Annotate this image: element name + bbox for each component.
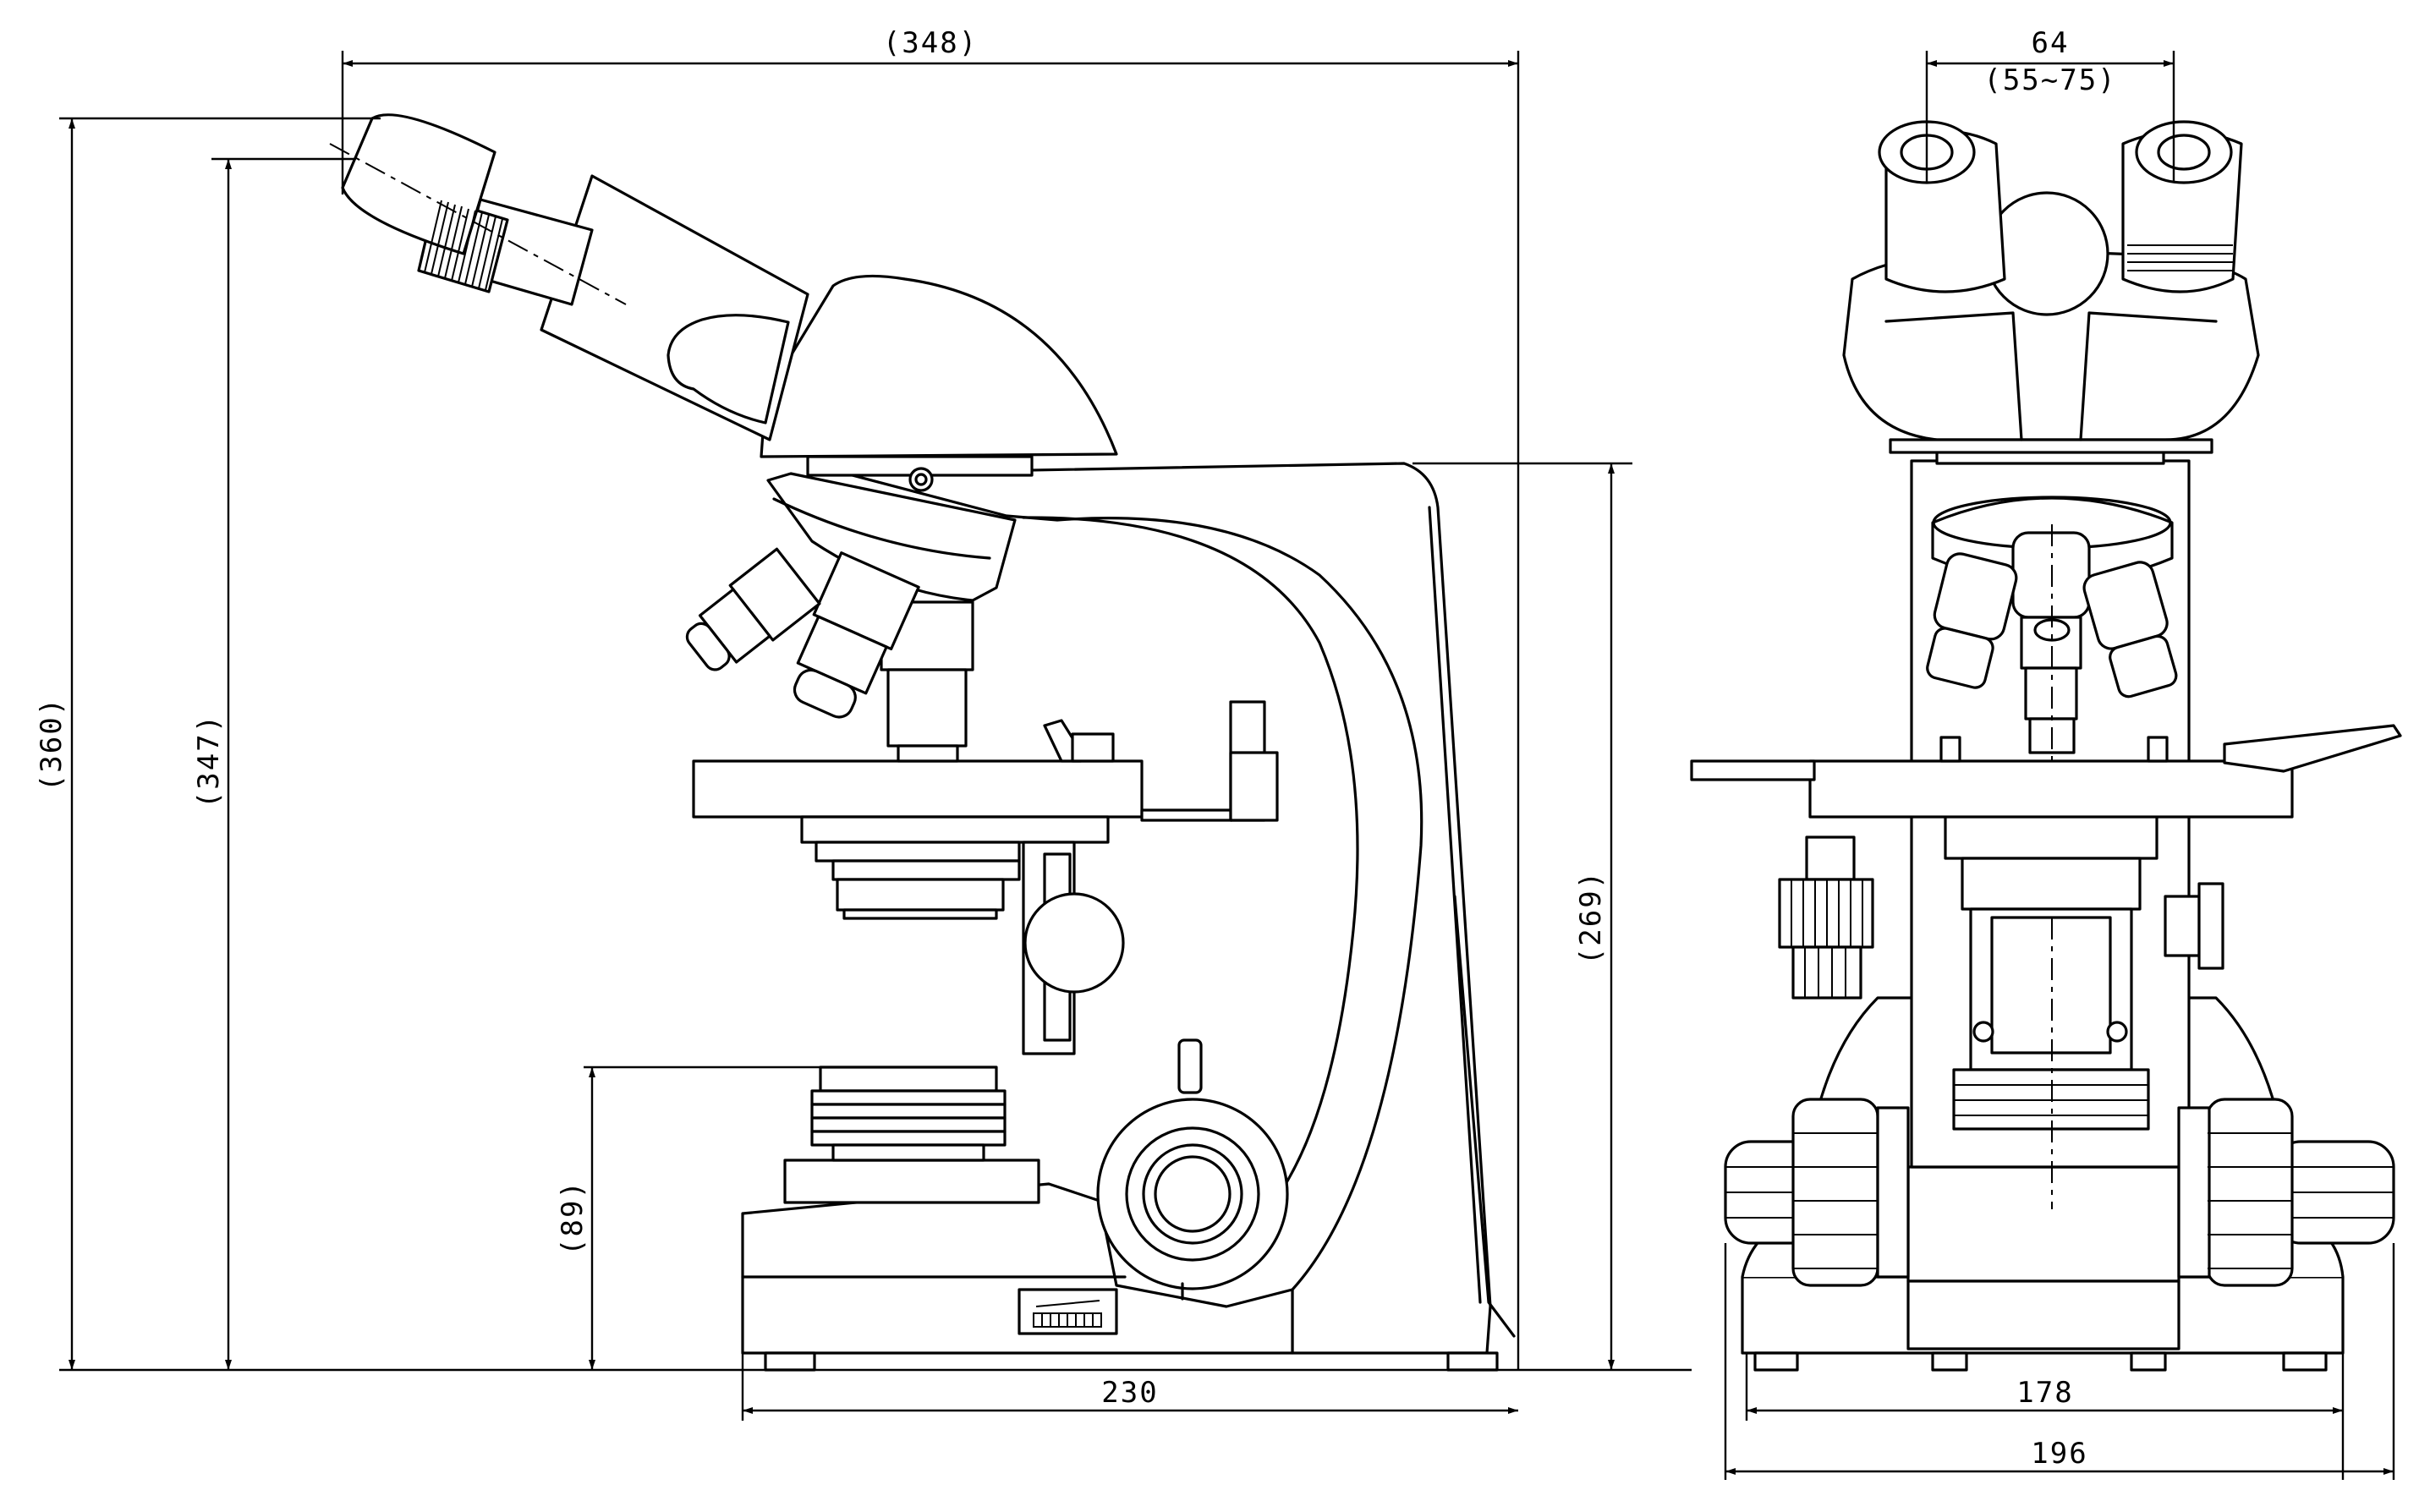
side-objective-back [685,547,821,671]
front-condenser [1944,814,2158,1131]
front-slide-holder [2223,724,2402,773]
dim-label-348: (348) [883,26,978,60]
side-observation-head [760,274,1118,492]
eyepiece-knurl-lines [424,200,503,291]
dimension-lines [59,51,2395,1480]
side-view [329,113,1516,1372]
side-field-lens [810,1066,1007,1162]
dim-label-64: 64 [2032,26,2070,60]
front-view [1690,120,2402,1372]
front-focus-knob-right[interactable] [2177,1098,2395,1287]
side-stage-drive [1022,841,1125,1055]
front-condenser-knob[interactable] [2164,895,2201,957]
front-stage [1808,759,2294,819]
front-eyepiece-left[interactable] [1878,120,2006,293]
side-foot-left [764,1351,816,1372]
dim-label-89: (89) [556,1180,590,1256]
side-base [741,1182,1294,1355]
side-objective-angled [793,551,920,719]
front-eyepiece-right[interactable] [2121,120,2243,293]
dim-label-360: (360) [35,697,69,792]
stage-drive-knob[interactable] [1023,892,1125,994]
dim-label-269: (269) [1574,870,1608,965]
side-arm [844,462,1492,1355]
side-eyepiece [329,113,809,441]
side-foot-right [1446,1351,1499,1372]
dim-label-196: 196 [2031,1437,2087,1471]
front-focus-knob-left[interactable] [1724,1098,1910,1287]
front-objective-left [1926,552,2018,689]
front-stage-drive-knob[interactable] [1778,835,1874,1000]
side-focus-knob[interactable] [1096,1038,1289,1301]
dim-label-230: 230 [1101,1376,1158,1410]
front-binocular-head [1842,191,2260,454]
side-condenser [800,815,1110,920]
side-stage [692,759,1144,819]
dim-label-55-75: (55~75) [1983,63,2116,97]
dim-label-347: (347) [192,714,226,808]
dimension-labels: (348) (360) (347) (269) (89) 230 64 (55~… [35,26,2116,1471]
front-objective-right [2082,561,2178,698]
dim-label-178: 178 [2016,1376,2073,1410]
